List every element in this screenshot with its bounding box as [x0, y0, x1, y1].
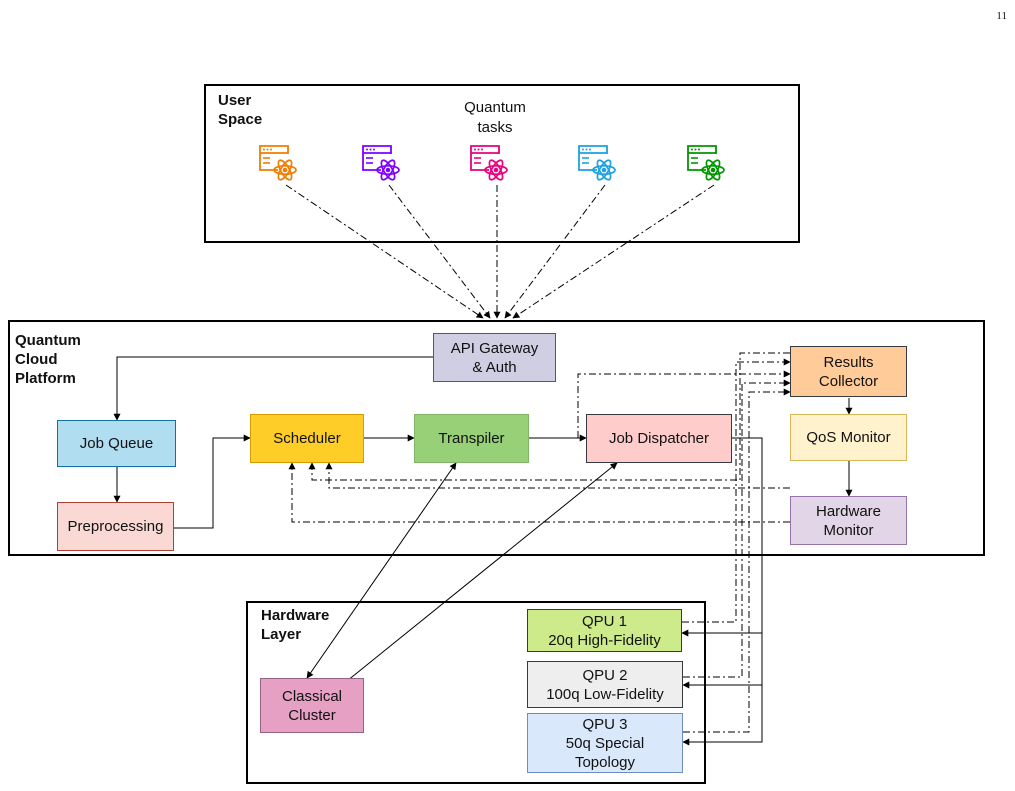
classical-cluster-node: Classical Cluster [260, 678, 364, 733]
dispatcher-to-results [577, 370, 791, 438]
qos-monitor-node: QoS Monitor [790, 414, 907, 461]
cloud-platform-title: Quantum Cloud Platform [15, 332, 81, 387]
transpiler-node: Transpiler [414, 414, 529, 463]
user-space-region [204, 84, 800, 243]
quantum-task-icon [259, 145, 297, 181]
dispatcher-cluster-link [341, 462, 618, 686]
hw-monitor-to-scheduler [288, 462, 790, 523]
preprocessing-to-scheduler [174, 434, 251, 529]
quantum-task-icon [362, 145, 400, 181]
scheduler-node: Scheduler [250, 414, 364, 463]
preprocessing-node: Preprocessing [57, 502, 174, 551]
user-space-title: User Space [218, 92, 263, 128]
qpu2-to-results [683, 379, 791, 678]
page-number: 11 [996, 10, 1007, 22]
qpu-1-node: QPU 1 20q High-Fidelity [527, 609, 682, 652]
dispatcher-to-qpu1 [681, 437, 763, 637]
results-to-scheduler [308, 352, 790, 481]
qpu3-to-results [683, 388, 791, 733]
task-2-to-gateway [388, 184, 491, 319]
quantum-task-icon [578, 145, 616, 181]
qos-to-scheduler [325, 462, 790, 489]
job-dispatcher-node: Job Dispatcher [586, 414, 732, 463]
qpu1-to-results [682, 358, 791, 623]
task-4-to-gateway [504, 184, 606, 319]
task-1-to-gateway [285, 184, 484, 319]
task-5-to-gateway [512, 184, 715, 319]
quantum-tasks-label: Quantum tasks [464, 99, 526, 136]
job-queue-node: Job Queue [57, 420, 176, 467]
gateway-to-job-queue [113, 356, 433, 421]
api-gateway-node: API Gateway & Auth [433, 333, 556, 382]
dispatcher-to-qpu3 [682, 685, 763, 746]
qpu-2-node: QPU 2 100q Low-Fidelity [527, 661, 683, 708]
results-collector-node: Results Collector [790, 346, 907, 397]
hardware-monitor-node: Hardware Monitor [790, 496, 907, 545]
quantum-task-icon [687, 145, 725, 181]
transpiler-cluster-link [306, 462, 457, 679]
quantum-task-icon [470, 145, 508, 181]
qpu-3-node: QPU 3 50q Special Topology [527, 713, 683, 773]
